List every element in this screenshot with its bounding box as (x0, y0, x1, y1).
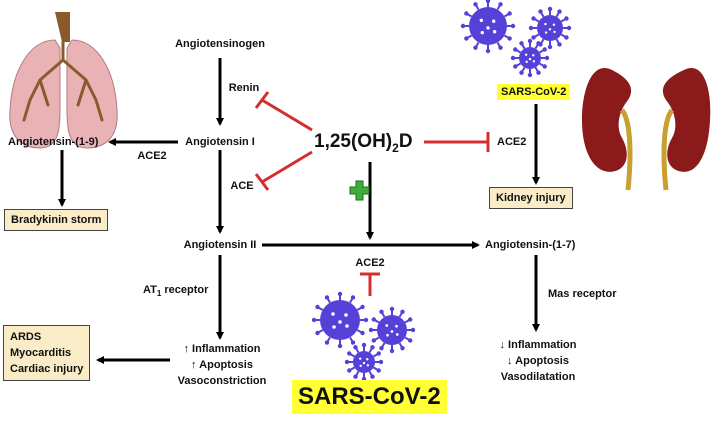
inhibit-ace2-center (360, 272, 380, 296)
virus-icon (344, 342, 384, 382)
bradykinin-storm-box: Bradykinin storm (4, 209, 109, 231)
at1-receptor-label: AT1 receptor (143, 284, 209, 299)
plus-icon (349, 180, 370, 201)
outcomes-left: ↑ Inflammation ↑ Apoptosis Vasoconstrict… (178, 341, 267, 389)
ace2-left-label: ACE2 (137, 150, 167, 162)
virus-icon (510, 38, 550, 78)
vitamin-d-label: 1,25(OH)2D (314, 131, 413, 155)
virus-icon (311, 291, 369, 349)
ace2-right-label: ACE2 (497, 136, 527, 148)
outcome-right-2: ↓ Apoptosis (507, 355, 569, 367)
virus-icon (311, 0, 572, 382)
inhibit-ace (254, 150, 313, 191)
angiotensin-2-label: Angiotensin II (183, 239, 257, 251)
cardiac-line-1: ARDS (10, 331, 42, 343)
kidney-injury-box: Kidney injury (489, 187, 573, 209)
sars-top-label: SARS-CoV-2 (497, 84, 571, 100)
virus-icon (368, 306, 416, 354)
outcome-right-1: ↓ Inflammation (499, 339, 577, 351)
outcome-left-2: ↑ Apoptosis (191, 359, 253, 371)
cardiac-line-3: Cardiac injury (10, 363, 84, 375)
cardiac-injury-box: ARDS Myocarditis Cardiac injury (3, 325, 91, 381)
outcome-left-1: ↑ Inflammation (183, 343, 261, 355)
mas-receptor-label: Mas receptor (548, 288, 617, 300)
virus-icon (460, 0, 516, 54)
ace-label: ACE (230, 180, 254, 192)
inhibit-renin (254, 91, 313, 132)
lungs-icon (9, 12, 118, 149)
outcome-right-3: Vasodilatation (500, 371, 576, 383)
angiotensin-1-label: Angiotensin I (185, 136, 255, 148)
inhibit-ace2-right (424, 132, 490, 152)
ace2-center-label: ACE2 (355, 257, 385, 269)
outcomes-right: ↓ Inflammation ↓ Apoptosis Vasodilatatio… (499, 337, 576, 385)
angiotensinogen-label: Angiotensinogen (175, 38, 265, 50)
renin-label: Renin (228, 82, 260, 94)
angiotensin-1-9-label: Angiotensin-(1-9) (8, 136, 99, 148)
angiotensin-1-7-label: Angiotensin-(1-7) (485, 239, 576, 251)
kidneys-icon (582, 68, 711, 191)
cardiac-line-2: Myocarditis (10, 347, 72, 359)
outcome-left-3: Vasoconstriction (177, 375, 267, 387)
sars-bottom-label: SARS-CoV-2 (292, 380, 447, 414)
virus-icon (528, 6, 572, 50)
